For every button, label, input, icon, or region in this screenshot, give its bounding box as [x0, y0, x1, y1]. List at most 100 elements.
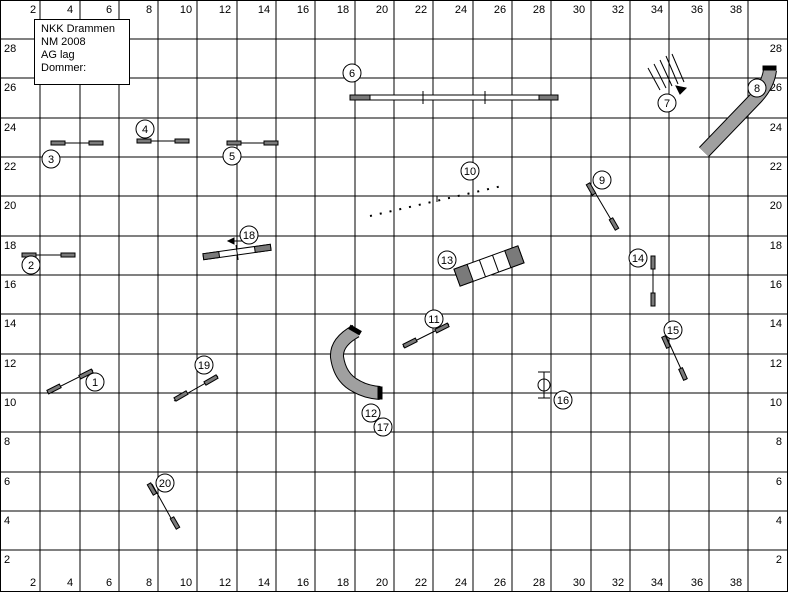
y-label: 24 — [4, 122, 16, 134]
x-label: 14 — [258, 577, 270, 589]
x-label: 6 — [106, 577, 112, 589]
jump-19 — [173, 374, 219, 402]
marker-label: 5 — [229, 151, 235, 163]
y-label: 8 — [776, 436, 782, 448]
x-label: 2 — [30, 4, 36, 16]
marker-label: 14 — [632, 253, 644, 265]
jump-1 — [46, 368, 94, 395]
x-label: 24 — [455, 577, 467, 589]
club-name: NKK Drammen — [41, 23, 115, 35]
x-label: 32 — [612, 4, 624, 16]
x-label: 38 — [730, 4, 742, 16]
x-label: 20 — [376, 577, 388, 589]
y-axis-right: 28 26 24 22 20 18 16 14 12 10 8 6 4 2 — [770, 43, 782, 566]
marker-label: 16 — [557, 395, 569, 407]
marker-label: 7 — [664, 98, 670, 110]
x-label: 36 — [691, 4, 703, 16]
marker-9: 9 — [592, 170, 612, 190]
y-label: 14 — [4, 318, 16, 330]
marker-6: 6 — [342, 63, 362, 83]
marker-label: 19 — [198, 360, 210, 372]
x-label: 10 — [180, 4, 192, 16]
marker-20: 20 — [155, 473, 175, 493]
y-label: 28 — [4, 43, 16, 55]
y-label: 20 — [4, 200, 16, 212]
y-label: 2 — [776, 554, 782, 566]
jump-5 — [226, 140, 279, 146]
marker-label: 8 — [754, 83, 760, 95]
x-label: 4 — [67, 4, 73, 16]
x-label: 24 — [455, 4, 467, 16]
marker-3: 3 — [41, 149, 61, 169]
marker-4: 4 — [135, 119, 155, 139]
axis-labels: 2 4 6 8 10 12 14 16 18 20 22 24 26 28 30… — [4, 4, 782, 589]
y-label: 18 — [770, 240, 782, 252]
x-label: 26 — [494, 4, 506, 16]
judge-label: Dommer: — [41, 62, 87, 74]
marker-15: 15 — [663, 320, 683, 340]
marker-label: 9 — [599, 175, 605, 187]
x-label: 30 — [573, 4, 585, 16]
x-label: 30 — [573, 577, 585, 589]
x-axis-top: 2 4 6 8 10 12 14 16 18 20 22 24 26 28 30… — [30, 4, 742, 16]
jump-3 — [50, 140, 104, 146]
y-label: 18 — [4, 240, 16, 252]
marker-label: 18 — [243, 230, 255, 242]
marker-label: 3 — [48, 154, 54, 166]
x-label: 28 — [533, 4, 545, 16]
x-label: 22 — [415, 4, 427, 16]
y-label: 22 — [4, 161, 16, 173]
marker-11: 11 — [424, 309, 444, 329]
marker-14: 14 — [628, 248, 648, 268]
marker-label: 2 — [28, 260, 34, 272]
y-label: 4 — [4, 515, 10, 527]
x-label: 28 — [533, 577, 545, 589]
x-label: 16 — [297, 4, 309, 16]
marker-label: 4 — [142, 124, 148, 136]
y-label: 24 — [770, 122, 782, 134]
y-label: 12 — [4, 358, 16, 370]
jump-4 — [136, 138, 190, 144]
x-label: 12 — [219, 4, 231, 16]
x-label: 34 — [651, 4, 663, 16]
y-label: 26 — [4, 82, 16, 94]
marker-label: 12 — [365, 408, 377, 420]
y-label: 6 — [776, 476, 782, 488]
marker-10: 10 — [460, 161, 480, 181]
y-label: 8 — [4, 436, 10, 448]
wall-10 — [369, 185, 503, 217]
x-label: 26 — [494, 577, 506, 589]
y-label: 16 — [770, 279, 782, 291]
marker-12: 12 — [361, 403, 381, 423]
marker-8: 8 — [747, 78, 767, 98]
x-label: 6 — [106, 4, 112, 16]
marker-label: 13 — [441, 255, 453, 267]
dogwalk-6 — [349, 91, 559, 104]
x-label: 16 — [297, 577, 309, 589]
x-label: 38 — [730, 577, 742, 589]
x-label: 32 — [612, 577, 624, 589]
marker-7: 7 — [657, 93, 677, 113]
course-info-box: NKK Drammen NM 2008 AG lag Dommer: — [34, 19, 130, 85]
y-label: 14 — [770, 318, 782, 330]
class-name: AG lag — [41, 49, 75, 61]
y-label: 2 — [4, 554, 10, 566]
y-label: 4 — [776, 515, 782, 527]
x-label: 34 — [651, 577, 663, 589]
marker-label: 11 — [428, 314, 439, 326]
y-label: 20 — [770, 200, 782, 212]
x-label: 22 — [415, 577, 427, 589]
marker-2: 2 — [21, 255, 41, 275]
x-label: 18 — [337, 577, 349, 589]
x-label: 2 — [30, 577, 36, 589]
seesaw-18 — [202, 243, 272, 261]
y-axis-left: 28 26 24 22 20 18 16 14 12 10 8 6 4 2 — [4, 43, 16, 566]
marker-label: 10 — [464, 166, 476, 178]
marker-label: 6 — [349, 68, 355, 80]
jump-15 — [661, 335, 688, 381]
jump-9 — [585, 182, 620, 231]
y-label: 12 — [770, 358, 782, 370]
x-label: 20 — [376, 4, 388, 16]
